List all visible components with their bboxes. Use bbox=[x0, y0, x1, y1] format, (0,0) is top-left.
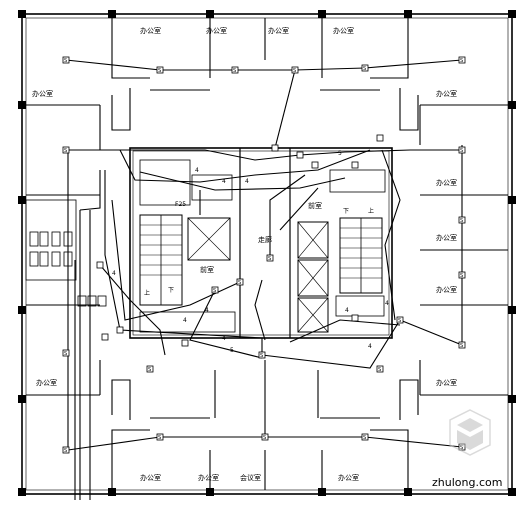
restroom-fixtures bbox=[25, 199, 107, 307]
svg-text:S: S bbox=[460, 58, 463, 64]
svg-text:S: S bbox=[460, 148, 463, 154]
interior-partitions bbox=[26, 18, 508, 490]
svg-text:S: S bbox=[213, 288, 216, 294]
structural-columns bbox=[18, 10, 516, 496]
wire-count-1: 4 bbox=[222, 178, 226, 185]
svg-text:S: S bbox=[363, 435, 366, 441]
office-label-right-5: 办公室 bbox=[436, 378, 457, 387]
stair-up-left: 上 bbox=[144, 289, 150, 297]
svg-text:S: S bbox=[460, 218, 463, 224]
meeting-room-label: 会议室 bbox=[240, 473, 261, 482]
wire-count-4: 4 bbox=[205, 307, 209, 314]
office-label-top-1: 办公室 bbox=[140, 26, 161, 35]
watermark-text: zhulong.com bbox=[432, 476, 502, 489]
office-label-left-1: 办公室 bbox=[32, 89, 53, 98]
switch-symbols bbox=[62, 56, 466, 454]
office-label-right-4: 办公室 bbox=[436, 285, 457, 294]
watermark-logo bbox=[449, 409, 491, 456]
office-label-right-2: 办公室 bbox=[436, 178, 457, 187]
wire-count-9: 4 bbox=[385, 300, 389, 307]
room-labels: 办公室 办公室 办公室 办公室 办公室 办公室 办公室 办公室 办公室 办公室 … bbox=[32, 26, 457, 482]
office-label-top-2: 办公室 bbox=[206, 26, 227, 35]
office-label-top-3: 办公室 bbox=[268, 26, 289, 35]
office-label-bottom-1: 办公室 bbox=[140, 473, 161, 482]
office-label-right-1: 办公室 bbox=[436, 89, 457, 98]
svg-text:S: S bbox=[460, 343, 463, 349]
wire-count-5: 4 bbox=[183, 317, 187, 324]
svg-text:S: S bbox=[64, 448, 67, 454]
wire-count-8: 4 bbox=[368, 343, 372, 350]
stair-down-right: 下 bbox=[343, 208, 349, 215]
front-room-label-right: 前室 bbox=[308, 201, 322, 210]
wire-count-6: 4 bbox=[222, 335, 226, 342]
svg-text:S: S bbox=[363, 66, 366, 72]
front-room-label-left: 前室 bbox=[200, 265, 214, 274]
svg-text:S: S bbox=[233, 68, 236, 74]
wire-count-10: 4 bbox=[345, 307, 349, 314]
svg-text:S: S bbox=[64, 148, 67, 154]
svg-text:S: S bbox=[64, 58, 67, 64]
stair-down-left: 下 bbox=[168, 287, 174, 294]
wire-count-3: 5 bbox=[338, 150, 342, 157]
outer-walls bbox=[21, 13, 513, 495]
fire-equipment-label: F25 bbox=[175, 201, 186, 208]
office-label-left-2: 办公室 bbox=[36, 378, 57, 387]
wire-count-7: 5 bbox=[230, 347, 234, 354]
svg-text:S: S bbox=[378, 367, 381, 373]
office-label-top-4: 办公室 bbox=[333, 26, 354, 35]
corridor-label: 走廊 bbox=[258, 235, 272, 244]
stair-up-right: 上 bbox=[368, 207, 374, 215]
wire-count-2: 4 bbox=[245, 178, 249, 185]
office-label-right-3: 办公室 bbox=[436, 233, 457, 242]
svg-text:S: S bbox=[64, 351, 67, 357]
svg-text:S: S bbox=[460, 445, 463, 451]
svg-text:S: S bbox=[260, 353, 263, 359]
switch-letters: S S S S S S S S S S S S S S S S S S S S S S S S bbox=[64, 58, 463, 454]
wire-count-12: 4 bbox=[195, 167, 199, 174]
office-label-bottom-2: 办公室 bbox=[198, 473, 219, 482]
svg-text:S: S bbox=[158, 68, 161, 74]
svg-text:S: S bbox=[148, 367, 151, 373]
svg-text:S: S bbox=[263, 435, 266, 441]
svg-text:S: S bbox=[293, 68, 296, 74]
svg-text:S: S bbox=[460, 273, 463, 279]
wire-count-marks: 4 4 5 4 4 4 5 4 4 4 4 4 bbox=[112, 150, 389, 354]
svg-text:S: S bbox=[398, 318, 401, 324]
wire-count-11: 4 bbox=[112, 270, 116, 277]
svg-text:S: S bbox=[158, 435, 161, 441]
office-label-bottom-4: 办公室 bbox=[338, 473, 359, 482]
svg-text:S: S bbox=[238, 280, 241, 286]
building-core bbox=[129, 147, 393, 339]
svg-text:S: S bbox=[268, 256, 271, 262]
wiring-runs bbox=[65, 59, 463, 500]
